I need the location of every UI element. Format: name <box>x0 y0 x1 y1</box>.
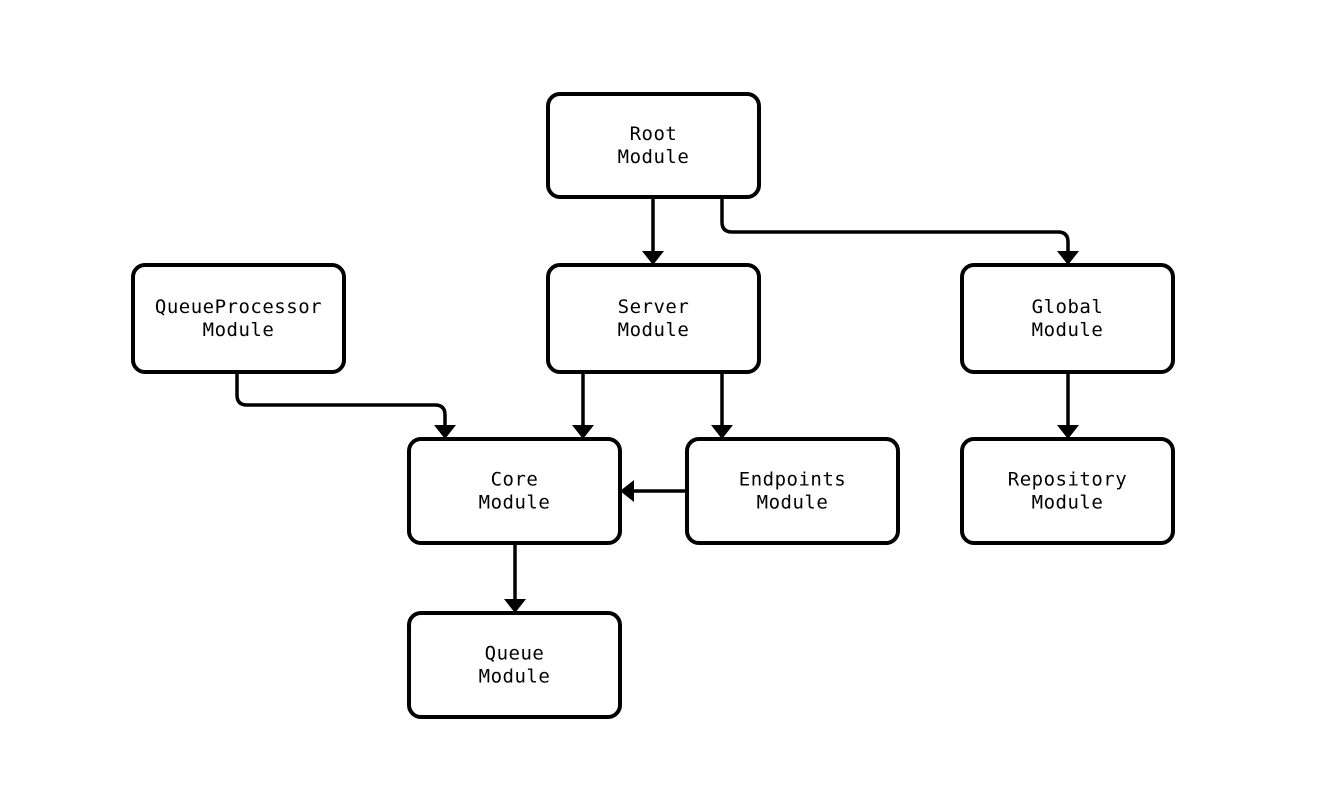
node-box[interactable] <box>960 263 1175 374</box>
arrow-head-icon <box>1057 425 1079 439</box>
node-label-line2: Module <box>1032 319 1104 341</box>
node-label-line1: Queue <box>485 643 545 665</box>
node-label-line2: Module <box>1032 492 1104 514</box>
node-box[interactable] <box>131 263 346 374</box>
node-box[interactable] <box>685 437 900 545</box>
edge-root-to-global <box>720 197 1079 265</box>
arrow-head-icon <box>504 599 526 613</box>
arrow-head-icon <box>1057 251 1079 265</box>
node-box[interactable] <box>960 437 1175 545</box>
edge-endpoints-to-core <box>620 480 687 502</box>
node-label-line2: Module <box>757 492 829 514</box>
node-label-line1: QueueProcessor <box>155 296 322 318</box>
node-label-line2: Module <box>203 319 275 341</box>
node-label-line1: Endpoints <box>739 469 846 491</box>
node-label-line2: Module <box>479 492 551 514</box>
node-box[interactable] <box>546 92 761 199</box>
edge-root-to-server <box>642 197 664 265</box>
edge-server-to-endpoints <box>711 372 733 439</box>
node-box[interactable] <box>407 611 622 719</box>
node-label-line1: Root <box>630 123 678 145</box>
edge-line <box>720 197 1070 252</box>
edge-line <box>235 372 447 426</box>
node-label-line1: Server <box>618 296 690 318</box>
node-box[interactable] <box>546 263 761 374</box>
arrow-head-icon <box>711 425 733 439</box>
node-box[interactable] <box>407 437 622 545</box>
edge-global-to-repository <box>1057 372 1079 439</box>
nodes-layer: RootModuleQueueProcessorModuleServerModu… <box>131 92 1175 719</box>
node-label-line1: Repository <box>1008 469 1127 491</box>
node-label-line2: Module <box>618 146 690 168</box>
arrow-head-icon <box>642 251 664 265</box>
arrow-head-icon <box>572 425 594 439</box>
node-label-line2: Module <box>479 666 551 688</box>
arrow-head-icon <box>620 480 634 502</box>
edge-core-to-queue <box>504 543 526 613</box>
node-label-line2: Module <box>618 319 690 341</box>
edge-server-to-core <box>572 372 594 439</box>
edge-queueprocessor-to-core <box>235 372 456 439</box>
node-label-line1: Core <box>491 469 539 491</box>
node-label-line1: Global <box>1032 296 1104 318</box>
arrow-head-icon <box>434 425 456 439</box>
edges-layer <box>235 197 1079 613</box>
